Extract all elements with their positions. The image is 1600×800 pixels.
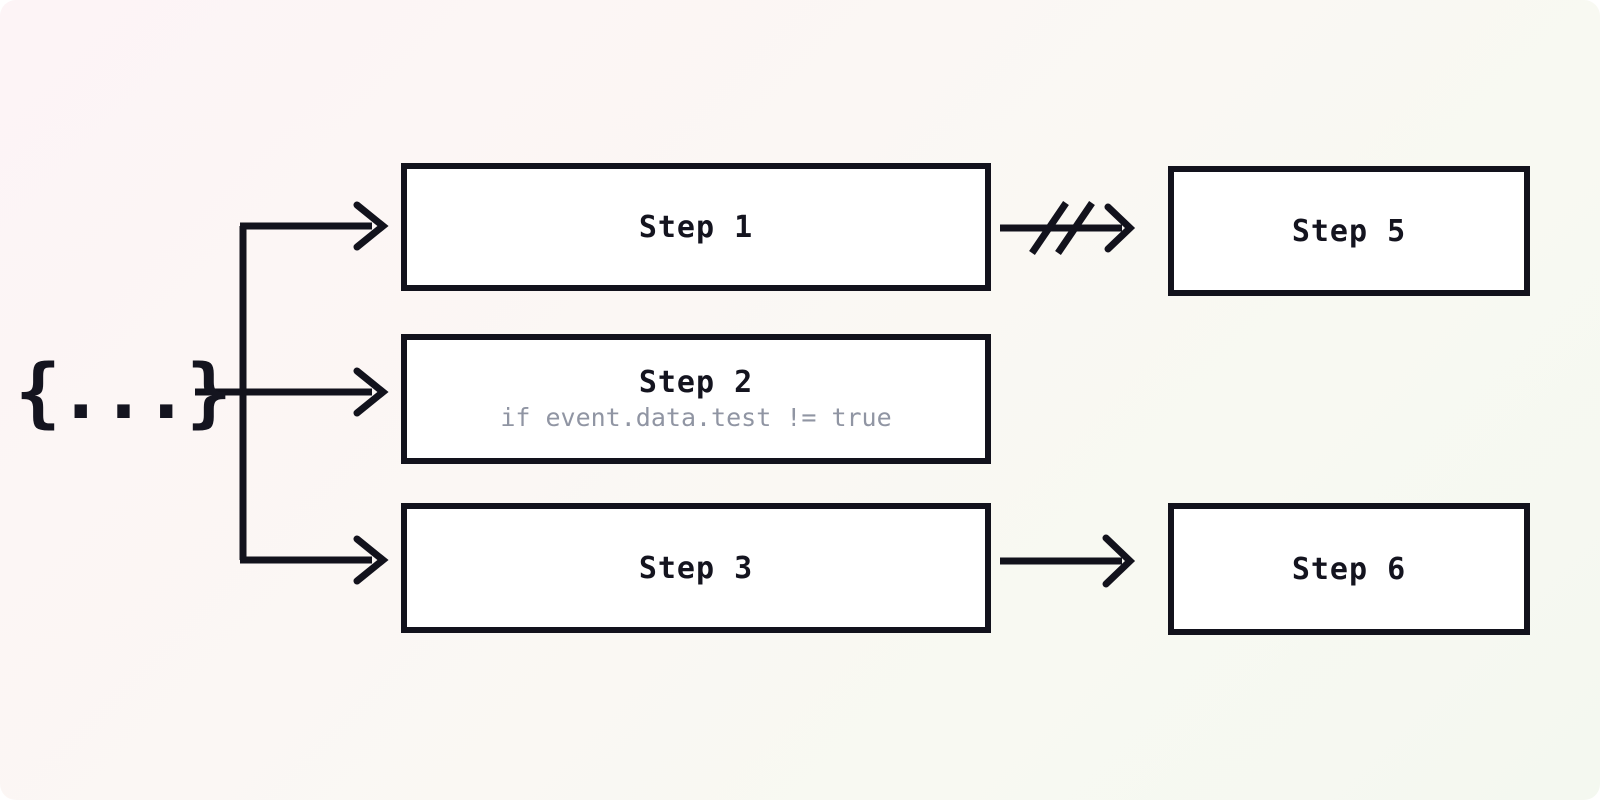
node-step-2-condition: if event.data.test != true — [500, 402, 892, 432]
node-step-3-title: Step 3 — [638, 550, 754, 586]
node-step-3[interactable]: Step 3 — [401, 503, 991, 633]
edge-step3-to-step6-head — [1102, 534, 1136, 588]
node-step-1[interactable]: Step 1 — [401, 163, 991, 291]
node-step-2[interactable]: Step 2 if event.data.test != true — [401, 334, 991, 464]
node-step-6-title: Step 6 — [1291, 551, 1407, 587]
edge-payload-to-step1-head — [353, 201, 389, 251]
edge-payload-to-step3-head — [353, 535, 389, 585]
edge-step1-to-step5-slash-2 — [1055, 201, 1095, 255]
node-step-5[interactable]: Step 5 — [1168, 166, 1530, 296]
event-payload-glyph: {...} — [15, 347, 232, 436]
edge-step1-to-step5-head — [1104, 203, 1136, 253]
edge-payload-to-step2-head — [353, 367, 389, 417]
node-step-5-title: Step 5 — [1291, 213, 1407, 249]
edge-step1-to-step5-slash-1 — [1029, 201, 1069, 255]
node-step-2-title: Step 2 — [638, 364, 754, 400]
node-step-6[interactable]: Step 6 — [1168, 503, 1530, 635]
node-step-1-title: Step 1 — [638, 209, 754, 245]
